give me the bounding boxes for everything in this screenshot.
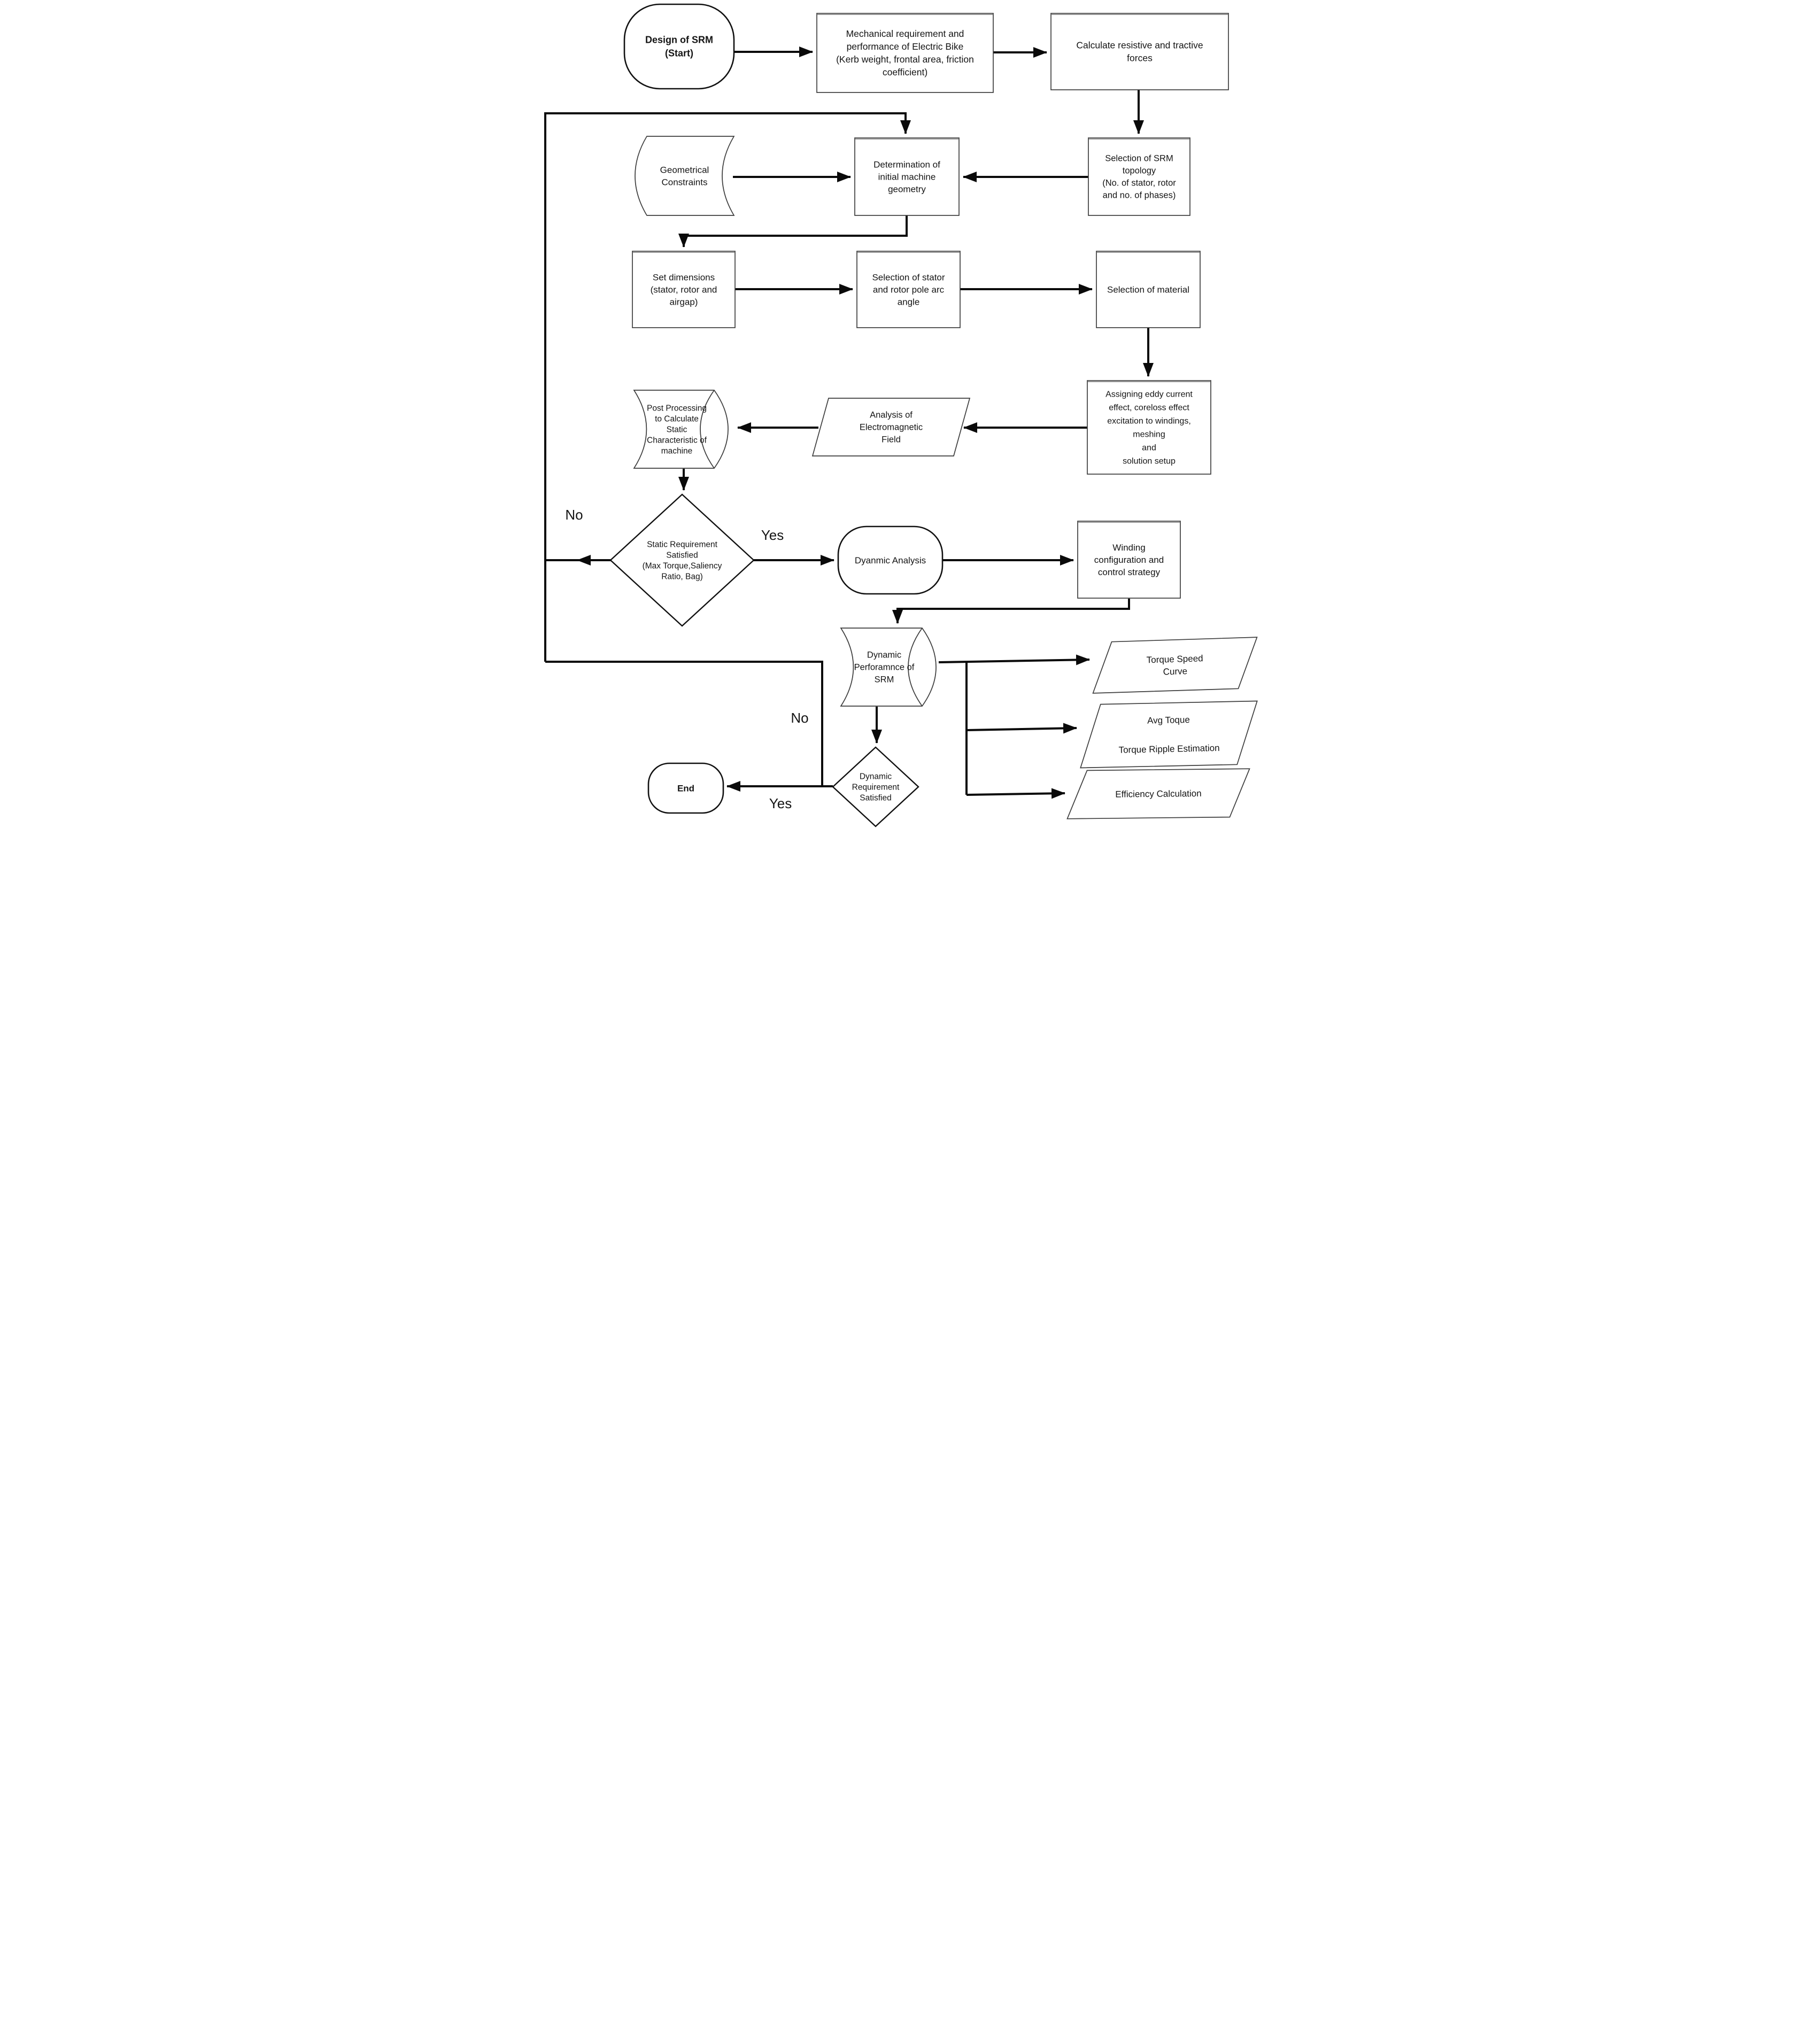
- avgt-label: Avg ToqueTorque Ripple Estimation: [1118, 714, 1219, 755]
- dyn-label: Dyanmic Analysis: [855, 555, 926, 566]
- det-box: [854, 137, 960, 216]
- node-selmat: Selection of material: [1096, 251, 1201, 328]
- edge-det-setdim: [678, 215, 908, 247]
- edge-label-ddia-yes-end: Yes: [769, 795, 792, 811]
- edges-layer: [544, 47, 1154, 799]
- dyn-terminator: [837, 525, 944, 595]
- edge-label-sdia-no: No: [565, 507, 583, 523]
- node-eff: Efficiency Calculation: [1066, 768, 1250, 819]
- avgt-parallelogram: [1080, 700, 1258, 769]
- flowchart-canvas: Design of SRM(Start) Mechanical requireme…: [539, 0, 1278, 832]
- node-dyn: Dyanmic Analysis: [837, 525, 944, 595]
- topo-box: [1088, 137, 1190, 216]
- analysis-parallelogram: [811, 398, 971, 456]
- edge-label-sdia-yes: Yes: [761, 527, 784, 543]
- flowchart-page: Design of SRM(Start) Mechanical requireme…: [539, 0, 1278, 832]
- sdia-diamond: [609, 493, 755, 627]
- tsc-label: Torque SpeedCurve: [1146, 653, 1203, 677]
- dperf-cylinder-lens: [908, 628, 923, 707]
- selmat-label: Selection of material: [1107, 284, 1189, 295]
- start-terminator: [623, 3, 735, 90]
- wind-box: [1077, 521, 1181, 599]
- ddia-diamond: [832, 746, 919, 827]
- start-label: Design of SRM(Start): [645, 35, 713, 59]
- edge-dperf-tsc: [938, 654, 1090, 665]
- post-cylinder-lens: [700, 390, 715, 469]
- node-tsc: Torque SpeedCurve: [1092, 637, 1258, 694]
- edge-label-ddia-no-return: No: [791, 710, 808, 726]
- eff-label: Efficiency Calculation: [1115, 788, 1201, 800]
- tsc-parallelogram: [1092, 637, 1258, 694]
- node-start: Design of SRM(Start): [623, 3, 735, 90]
- node-end: End: [647, 762, 724, 814]
- selmat-box: [1096, 251, 1201, 328]
- eff-parallelogram: [1066, 768, 1250, 819]
- setdim-box: [632, 251, 736, 328]
- selstator-box: [856, 251, 961, 328]
- end-label: End: [677, 783, 694, 793]
- mech-box: [816, 13, 994, 93]
- edge-ddia-no-return: [545, 661, 823, 786]
- edge-branch-eff: [966, 788, 1065, 799]
- calc-box: [1050, 13, 1229, 90]
- edge-wind-dperf: [892, 599, 1130, 624]
- assign-box: [1087, 380, 1211, 475]
- end-terminator: [647, 762, 724, 814]
- nodes-layer: Design of SRM(Start) Mechanical requireme…: [609, 3, 1258, 827]
- edge-branch-avgt: [966, 723, 1077, 734]
- node-avgt: Avg ToqueTorque Ripple Estimation: [1080, 700, 1258, 769]
- edge-feedback-trunk: [544, 112, 911, 662]
- geo-stored-data: [635, 136, 735, 216]
